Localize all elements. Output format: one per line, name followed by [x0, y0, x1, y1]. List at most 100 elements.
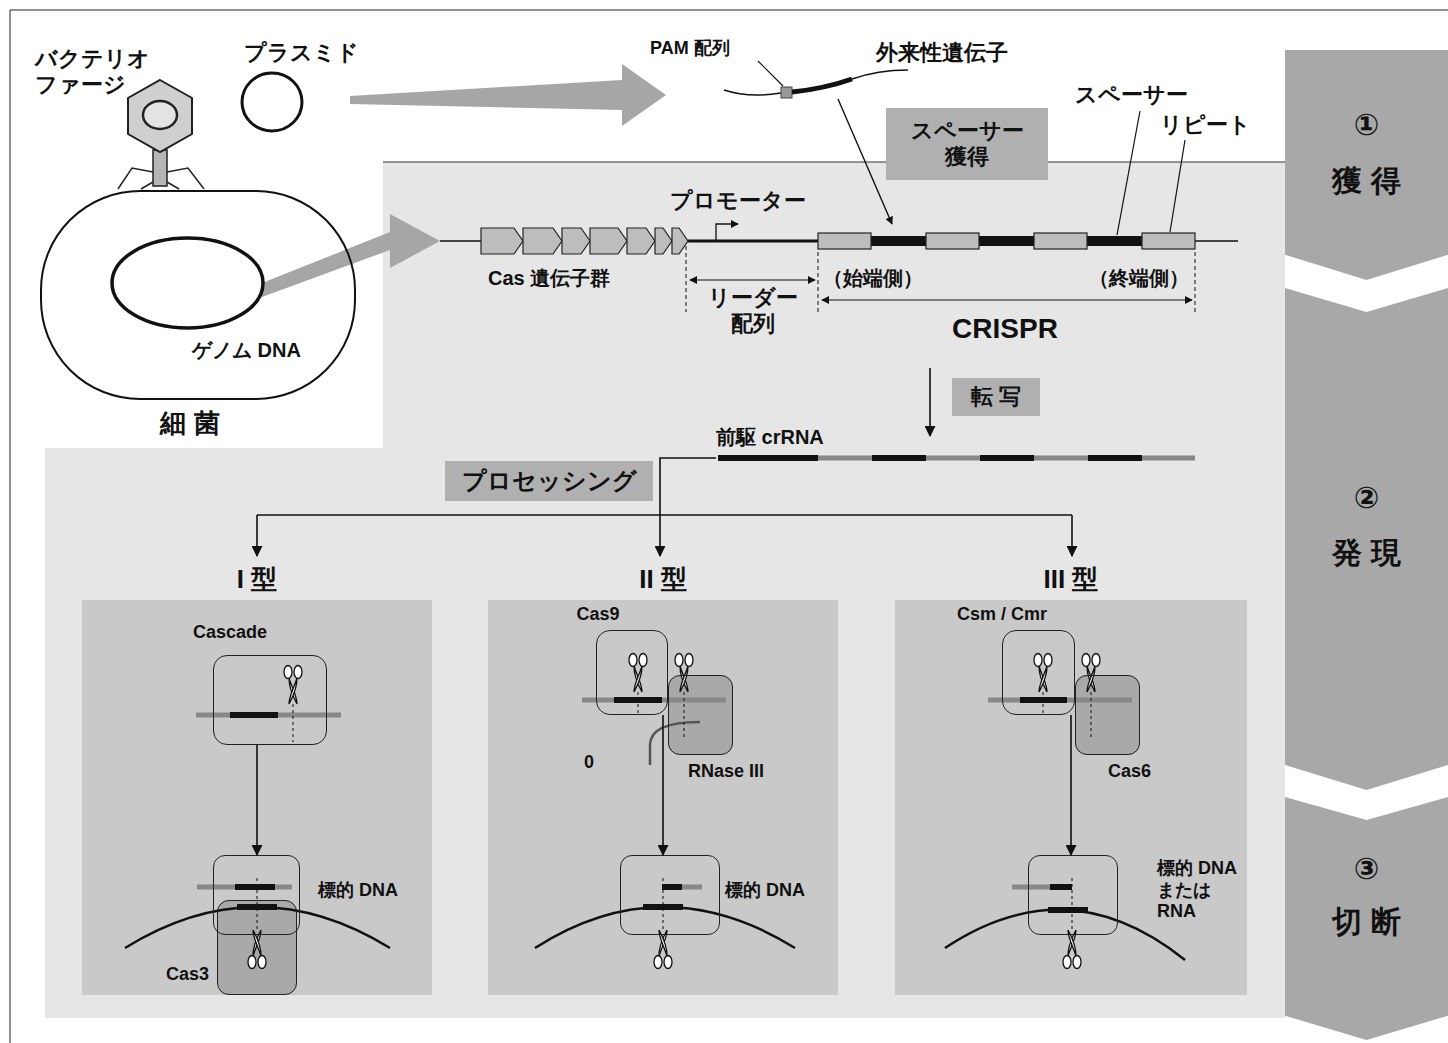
- band-shape: [1285, 797, 1448, 1040]
- stage-band-text: ②: [1285, 480, 1448, 516]
- complex-box-text: Cascade: [170, 622, 290, 644]
- label-text: プロモーター: [670, 188, 806, 214]
- foreign-dna: [758, 61, 783, 86]
- complex-box: Cas9: [596, 630, 668, 715]
- label-slot: CRISPR: [905, 312, 1105, 346]
- frame-line: [10, 10, 1448, 1043]
- cell-fill: [40, 190, 356, 400]
- crispr-locus: [686, 246, 687, 312]
- crispr-locus: [562, 228, 590, 254]
- crispr-locus: [822, 299, 1192, 300]
- plasmid-ring: [242, 73, 302, 131]
- foreign-dna: [1170, 140, 1185, 232]
- crrna-strand: [230, 712, 278, 718]
- complex-box-text-slot: 標的 DNA または RNA: [1157, 858, 1245, 923]
- stage-band-text-slot: ③: [1285, 851, 1448, 887]
- type-panel-text-slot: I 型: [82, 564, 432, 595]
- type-panel-text-slot: III 型: [895, 564, 1247, 595]
- complex-box: Cascade: [213, 655, 327, 745]
- big-arrow: [262, 64, 666, 297]
- crispr-locus: [627, 228, 655, 254]
- stage-band-text: 切 断: [1285, 904, 1448, 940]
- scissors-icon: [675, 654, 693, 693]
- ring-shape: [110, 236, 265, 330]
- stage-band: ③ 切 断: [1285, 797, 1448, 1040]
- crispr-locus: [672, 228, 688, 254]
- complex-box: 標的 DNA: [213, 855, 300, 935]
- crispr-locus: [716, 224, 738, 241]
- enzyme-box-text: Cas6: [1108, 761, 1151, 783]
- label-text: プラスミド: [244, 40, 359, 66]
- pre-crrna: [980, 455, 1034, 461]
- transcription-arrow: [930, 368, 931, 436]
- type-panel-text: II 型: [488, 564, 838, 595]
- cut-site-line: [1091, 692, 1092, 740]
- crispr-locus: [1034, 233, 1087, 249]
- label-slot: 前駆 crRNA: [716, 425, 824, 449]
- crispr-locus: [523, 228, 562, 254]
- pre-crrna: [1142, 456, 1195, 461]
- foreign-dna: [792, 79, 852, 92]
- label-slot: （終端側）: [1089, 266, 1189, 290]
- crrna-strand: [197, 885, 292, 890]
- cut-site-line: [257, 878, 258, 930]
- label-slot: リピート: [1160, 112, 1251, 138]
- scissors-icon: [1034, 654, 1052, 693]
- crrna-strand: [196, 713, 341, 718]
- crispr-locus: [871, 236, 927, 246]
- foreign-dna: [852, 70, 908, 79]
- label-text: （終端側）: [1089, 266, 1189, 290]
- processing-tree: [660, 458, 716, 556]
- stage-band-text-slot: ②: [1285, 480, 1448, 516]
- crispr-locus: [926, 233, 979, 249]
- crispr-locus: [690, 279, 815, 280]
- label-text: バクテリオ ファージ: [35, 46, 160, 99]
- complex-box-text-slot: 標的 DNA: [318, 880, 398, 902]
- processing-tree: [257, 458, 1072, 556]
- foreign-dna: [781, 87, 792, 98]
- band-shape: [1285, 50, 1448, 280]
- crrna-strand: [682, 885, 702, 890]
- label-slot: バクテリオ ファージ: [35, 46, 160, 99]
- label-text: リーダー 配列: [697, 285, 809, 338]
- crispr-locus: [1087, 236, 1143, 246]
- big-arrow: [262, 214, 440, 297]
- cut-site-line: [684, 692, 685, 740]
- label-slot: 0: [584, 752, 594, 774]
- scissors-icon: [1063, 930, 1081, 969]
- stage-band-text: 獲 得: [1285, 163, 1448, 199]
- stage-band-text: 発 現: [1285, 535, 1448, 571]
- type-panel: III 型Csm / CmrCas6標的 DNA または RNA: [895, 600, 1247, 995]
- processing-tree: [1071, 515, 1073, 556]
- frame-line: [10, 10, 11, 1043]
- enzyme-box: RNase III: [668, 675, 733, 755]
- band-shape: [1285, 288, 1448, 790]
- pre-crrna: [1034, 456, 1088, 461]
- complex-box: 標的 DNA: [620, 855, 720, 935]
- crrna-strand: [1012, 885, 1050, 890]
- crrna-strand: [196, 700, 1132, 910]
- crrna-strand: [662, 884, 682, 890]
- label-text: 前駆 crRNA: [716, 425, 824, 449]
- label-text: PAM 配列: [650, 38, 730, 60]
- complex-box: 標的 DNA または RNA: [1028, 855, 1118, 935]
- complex-box-text: 標的 DNA または RNA: [1157, 858, 1245, 923]
- complex-box-text-slot: Cas9: [568, 604, 628, 626]
- crrna-strand: [582, 698, 726, 703]
- crrna-strand: [1050, 884, 1072, 890]
- crispr-locus: [1142, 233, 1195, 249]
- pre-crrna: [718, 458, 1195, 459]
- pre-crrna: [872, 455, 926, 461]
- label-slot: プラスミド: [244, 40, 359, 66]
- enzyme-box: Cas3: [217, 900, 297, 995]
- plasmid-ring: [242, 73, 302, 131]
- stage-band-text-slot: 獲 得: [1285, 163, 1448, 199]
- label-text: Cas 遺伝子群: [488, 266, 610, 290]
- label-text: リピート: [1160, 112, 1251, 138]
- phage-icon: [167, 168, 204, 189]
- label-text: 外来性遺伝子: [876, 40, 1008, 66]
- cut-site-line: [293, 704, 294, 742]
- label-slot: （始端側）: [823, 266, 923, 290]
- cut-site-line: [638, 692, 639, 713]
- stage-band-text-slot: ①: [1285, 107, 1448, 143]
